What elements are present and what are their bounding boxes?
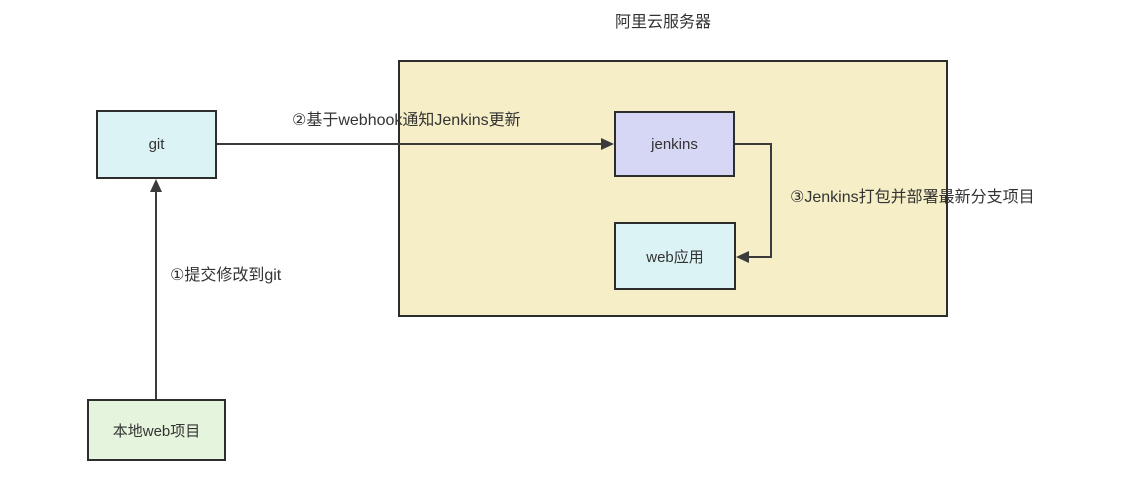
- node-local-web-project: 本地web项目: [87, 399, 226, 461]
- arrowhead-up-icon: [150, 179, 162, 192]
- node-web-app: web应用: [614, 222, 736, 290]
- deploy-arrow-line-top: [735, 143, 772, 145]
- edge-label-step2-webhook: ②基于webhook通知Jenkins更新: [292, 112, 521, 129]
- deploy-arrow-line-bottom: [748, 256, 772, 258]
- webhook-arrow-line: [216, 143, 604, 145]
- arrowhead-right-icon: [601, 138, 614, 150]
- edge-label-step1-commit: ①提交修改到git: [170, 267, 282, 284]
- deploy-arrow-line-vertical: [770, 143, 772, 258]
- node-jenkins: jenkins: [614, 111, 735, 177]
- server-title: 阿里云服务器: [615, 14, 712, 31]
- arrowhead-left-icon: [736, 251, 749, 263]
- node-git: git: [96, 110, 217, 179]
- edge-label-step3-deploy: ③Jenkins打包并部署最新分支项目: [790, 189, 1035, 206]
- commit-arrow-line: [155, 188, 157, 399]
